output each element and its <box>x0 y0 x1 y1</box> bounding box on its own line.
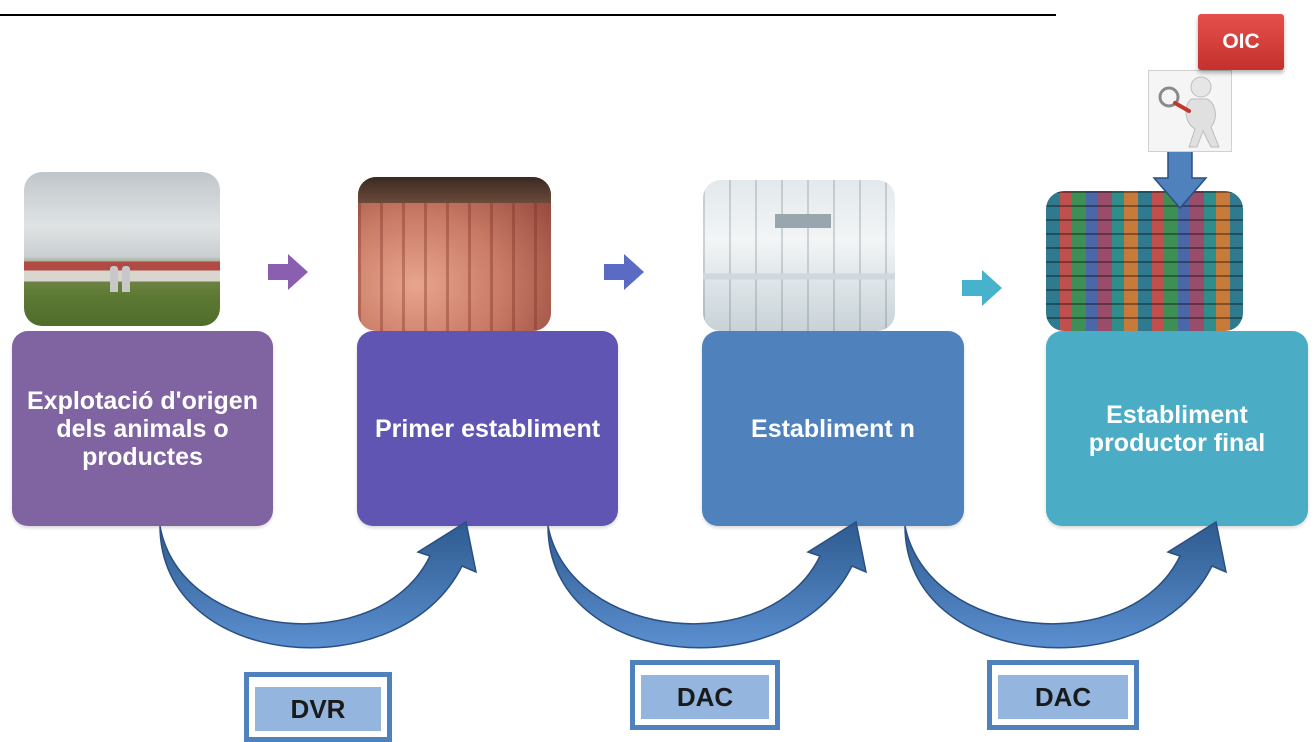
step-origin-farm: Explotació d'origen dels animals o produ… <box>12 331 273 526</box>
arrow-right-icon <box>604 254 644 290</box>
step-label: Explotació d'origen dels animals o produ… <box>27 386 258 471</box>
step-label: Primer establiment <box>374 414 601 443</box>
farm-photo <box>24 172 220 326</box>
shipping-containers-photo <box>1046 191 1243 331</box>
meat-carcasses-photo <box>358 177 551 331</box>
header-rule <box>0 0 1056 16</box>
document-label: DAC <box>676 681 734 712</box>
document-box-dac: DAC <box>987 660 1139 730</box>
arrow-right-icon <box>268 254 308 290</box>
step-label: Establiment n <box>751 414 915 443</box>
inspector-magnifier-icon <box>1158 76 1220 148</box>
curved-arrow-icon <box>904 520 1228 649</box>
oic-label: OIC <box>1222 30 1260 53</box>
processing-plant-photo <box>703 180 895 331</box>
document-box-dac: DAC <box>630 660 780 730</box>
vent-shape <box>775 214 831 228</box>
document-box-dvr: DVR <box>244 672 392 742</box>
step-final-producer: Establiment productor final <box>1046 331 1308 526</box>
rail-shape <box>358 177 551 203</box>
curved-arrow-icon <box>159 520 478 649</box>
arrow-right-icon <box>962 270 1002 306</box>
curved-arrow-icon <box>547 520 868 649</box>
step-first-establishment: Primer establiment <box>357 331 618 526</box>
step-label: Establiment productor final <box>1088 400 1266 457</box>
silo-shape <box>110 266 118 292</box>
document-label: DVR <box>290 693 346 724</box>
silo-shape <box>122 266 130 292</box>
oic-badge: OIC <box>1198 14 1284 70</box>
inspector-figure <box>1148 70 1232 152</box>
document-label: DAC <box>1034 681 1092 712</box>
step-establishment-n: Establiment n <box>702 331 964 526</box>
